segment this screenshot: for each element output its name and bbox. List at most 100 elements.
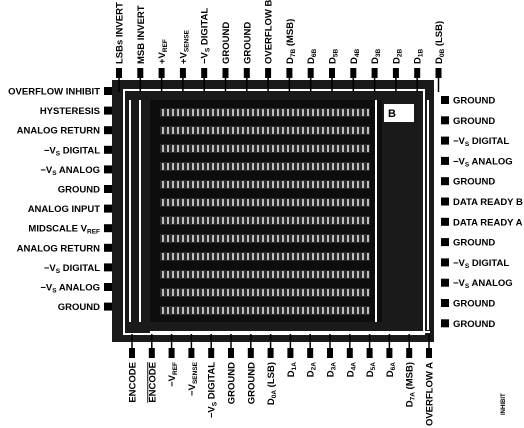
comparator-cell: [242, 307, 244, 314]
pin-label-left-analog-return: ANALOG RETURN: [17, 126, 101, 137]
comparator-cell: [172, 253, 174, 260]
comparator-cell: [167, 145, 169, 152]
comparator-row: [160, 126, 370, 135]
comparator-cell: [267, 217, 269, 224]
pin-label-bottom-d0a-lsb: D0A (LSB): [266, 362, 278, 405]
comparator-cell: [182, 109, 184, 116]
comparator-cell: [342, 271, 344, 278]
comparator-cell: [272, 217, 274, 224]
comparator-cell: [277, 145, 279, 152]
comparator-cell: [302, 307, 304, 314]
comparator-cell: [222, 145, 224, 152]
comparator-cell: [222, 289, 224, 296]
comparator-cell: [232, 271, 234, 278]
comparator-cell: [267, 145, 269, 152]
comparator-cell: [262, 271, 264, 278]
comparator-cell: [162, 289, 164, 296]
pin-label-top-d7b-msb: D7B (MSB): [285, 19, 297, 64]
comparator-cell: [282, 235, 284, 242]
comparator-cell: [297, 217, 299, 224]
comparator-cell: [232, 163, 234, 170]
comparator-cell: [337, 253, 339, 260]
comparator-cell: [347, 181, 349, 188]
comparator-cell: [287, 145, 289, 152]
comparator-cell: [182, 253, 184, 260]
pin-pad-left-2: [104, 106, 112, 115]
comparator-cell: [172, 181, 174, 188]
comparator-cell: [332, 163, 334, 170]
comparator-cell: [242, 289, 244, 296]
comparator-cell: [212, 127, 214, 134]
pin-label-top-d0b-lsb: D0B (LSB): [434, 21, 446, 64]
comparator-cell: [217, 127, 219, 134]
comparator-cell: [307, 163, 309, 170]
comparator-cell: [357, 163, 359, 170]
comparator-cell: [252, 271, 254, 278]
comparator-cell: [287, 235, 289, 242]
comparator-cell: [242, 217, 244, 224]
comparator-cell: [242, 109, 244, 116]
comparator-cell: [217, 217, 219, 224]
comparator-cell: [247, 307, 249, 314]
comparator-cell: [177, 307, 179, 314]
comparator-cell: [167, 163, 169, 170]
comparator-cell: [282, 199, 284, 206]
comparator-cell: [257, 127, 259, 134]
comparator-cell: [312, 109, 314, 116]
comparator-cell: [172, 307, 174, 314]
comparator-cell: [172, 235, 174, 242]
comparator-cell: [222, 127, 224, 134]
pin-pad-bottom-15: [406, 348, 413, 358]
comparator-cell: [177, 127, 179, 134]
comparator-cell: [357, 181, 359, 188]
comparator-cell: [237, 307, 239, 314]
comparator-cell: [207, 235, 209, 242]
comparator-cell: [217, 109, 219, 116]
comparator-cell: [247, 109, 249, 116]
comparator-cell: [347, 271, 349, 278]
pin-label-left-ground: GROUND: [58, 185, 100, 196]
comparator-cell: [172, 163, 174, 170]
comparator-cell: [177, 145, 179, 152]
comparator-cell: [247, 145, 249, 152]
comparator-row: [160, 306, 370, 315]
comparator-cell: [162, 271, 164, 278]
comparator-cell: [222, 307, 224, 314]
comparator-cell: [282, 253, 284, 260]
comparator-cell: [202, 163, 204, 170]
comparator-cell: [292, 145, 294, 152]
pin-pad-right-12: [441, 319, 449, 328]
comparator-cell: [207, 271, 209, 278]
pin-label-bottom-encode: ENCODE: [147, 362, 158, 403]
comparator-cell: [322, 163, 324, 170]
comparator-cell: [207, 127, 209, 134]
comparator-cell: [257, 199, 259, 206]
comparator-cell: [267, 271, 269, 278]
comparator-cell: [232, 109, 234, 116]
pin-pad-top-9: [286, 68, 293, 78]
comparator-cell: [267, 181, 269, 188]
comparator-cell: [272, 253, 274, 260]
comparator-cell: [317, 235, 319, 242]
comparator-cell: [207, 145, 209, 152]
comparator-cell: [347, 145, 349, 152]
pin-pad-top-7: [243, 68, 250, 78]
comparator-cell: [357, 109, 359, 116]
comparator-cell: [297, 253, 299, 260]
comparator-cell: [322, 127, 324, 134]
comparator-row: [160, 144, 370, 153]
comparator-cell: [347, 235, 349, 242]
comparator-cell: [342, 181, 344, 188]
comparator-cell: [247, 127, 249, 134]
comparator-cell: [272, 127, 274, 134]
comparator-cell: [177, 271, 179, 278]
comparator-cell: [267, 235, 269, 242]
comparator-cell: [167, 199, 169, 206]
die-traces: [129, 100, 430, 333]
comparator-cell: [297, 145, 299, 152]
pin-pad-bottom-14: [386, 348, 393, 358]
comparator-cell: [332, 235, 334, 242]
comparator-cell: [222, 163, 224, 170]
